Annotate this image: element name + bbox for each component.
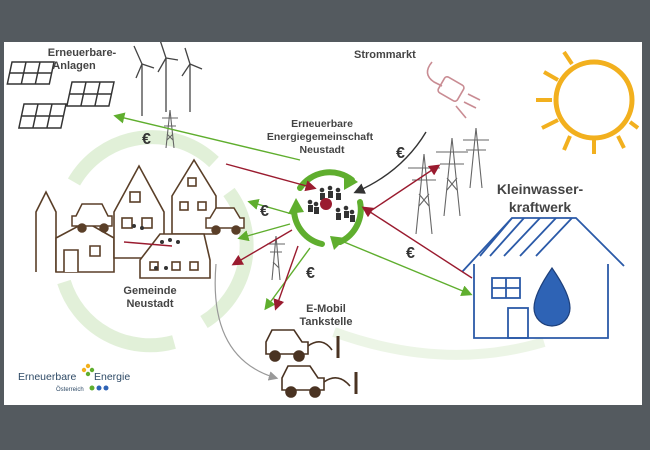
- svg-text:Erneuerbare-: Erneuerbare-: [48, 47, 117, 59]
- svg-text:Tankstelle: Tankstelle: [300, 316, 353, 328]
- house-people-icon: [132, 224, 180, 270]
- euro-labels: € € € € €: [142, 131, 415, 282]
- svg-text:Neustadt: Neustadt: [126, 298, 173, 310]
- hub-center: [320, 198, 332, 210]
- svg-text:Gemeinde: Gemeinde: [123, 285, 176, 297]
- svg-text:Kleinwasser-: Kleinwasser-: [497, 181, 584, 197]
- background-swirl-icon: [332, 327, 546, 360]
- community-label: Erneuerbare Energiegemeinschaft Neustadt: [267, 118, 374, 156]
- euro-sign: €: [396, 145, 405, 162]
- background-recycle-icon: [57, 130, 254, 353]
- electric-plug-icon: [426, 61, 481, 119]
- svg-text:E-Mobil: E-Mobil: [306, 303, 346, 315]
- hydro-label: Kleinwasser- kraftwerk: [497, 181, 584, 215]
- svg-text:Energiegemeinschaft: Energiegemeinschaft: [267, 131, 374, 143]
- recycle-arrowheads-icon: [288, 172, 358, 250]
- logo: Erneuerbare Energie Österreich: [18, 363, 130, 393]
- diagram-panel: Erneuerbare- Anlagen Strommarkt Erneuerb…: [4, 39, 642, 405]
- gray-flow-arrow: [214, 263, 279, 381]
- euro-sign: €: [142, 131, 151, 148]
- svg-text:Energie: Energie: [94, 371, 130, 383]
- house-icon: [35, 158, 217, 279]
- green-flow-arrows: [113, 112, 473, 311]
- hydro-house-icon: [461, 217, 625, 339]
- water-drop-icon: [533, 266, 571, 327]
- svg-text:kraftwerk: kraftwerk: [509, 199, 571, 215]
- people-icon: [307, 185, 355, 222]
- energy-community-diagram: Erneuerbare- Anlagen Strommarkt Erneuerb…: [6, 39, 640, 398]
- charging-label: E-Mobil Tankstelle: [300, 303, 353, 328]
- municipality-label: Gemeinde Neustadt: [123, 285, 176, 310]
- charging-station-icon: [265, 329, 358, 398]
- svg-text:Erneuerbare: Erneuerbare: [18, 371, 77, 383]
- sun-icon: [536, 50, 640, 154]
- svg-text:Neustadt: Neustadt: [300, 144, 345, 156]
- svg-text:Erneuerbare: Erneuerbare: [291, 118, 353, 130]
- svg-text:Österreich: Österreich: [56, 386, 84, 393]
- dark-flow-arrows: [353, 131, 427, 194]
- euro-sign: €: [260, 203, 269, 220]
- renewables-label: Erneuerbare- Anlagen: [48, 47, 117, 72]
- car-icon: [71, 203, 245, 235]
- svg-text:Anlagen: Anlagen: [52, 60, 96, 72]
- solar-panel-icon: [6, 61, 115, 129]
- power-pylon-icon: [162, 109, 489, 281]
- market-label: Strommarkt: [354, 49, 416, 61]
- euro-sign: €: [306, 265, 315, 282]
- wind-turbine-icon: [133, 39, 203, 116]
- euro-sign: €: [406, 245, 415, 262]
- red-flow-arrows: [123, 163, 473, 311]
